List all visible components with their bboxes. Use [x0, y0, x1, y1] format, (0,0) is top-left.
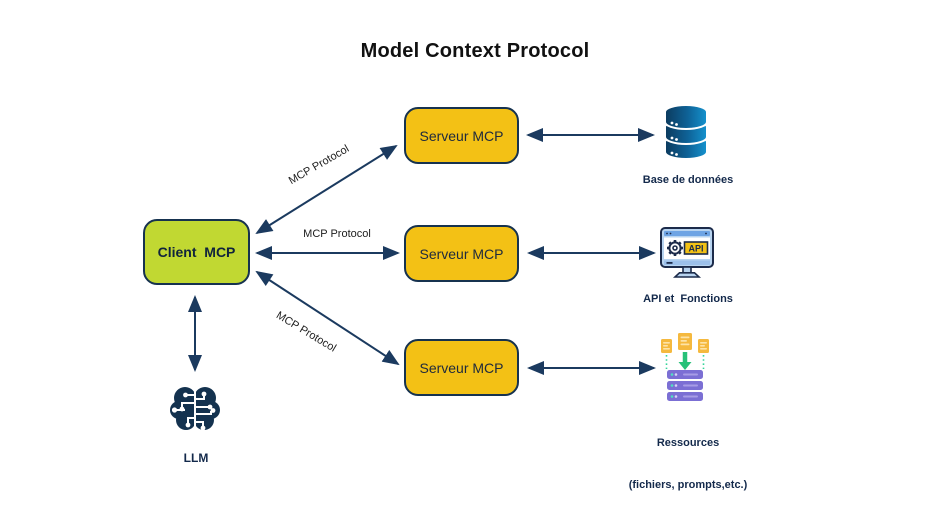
server-bars — [667, 370, 703, 401]
server-mcp-label-1: Serveur MCP — [419, 127, 504, 144]
download-arrow-icon — [665, 352, 705, 370]
server-mcp-label-2: Serveur MCP — [419, 245, 504, 262]
server-mcp-box-3: Serveur MCP — [404, 339, 519, 396]
brain-circuit-icon — [170, 387, 220, 431]
gear-icon — [667, 240, 683, 256]
mcp-protocol-label-middle: MCP Protocol — [303, 228, 371, 240]
resources-label: Ressources (fichiers, prompts,etc.) — [603, 407, 773, 518]
page-title: Model Context Protocol — [360, 40, 590, 62]
server-stack-icon — [661, 333, 709, 401]
server-mcp-box-1: Serveur MCP — [404, 107, 519, 164]
api-label: API et Fonctions — [643, 293, 733, 305]
files-icons — [661, 333, 709, 353]
server-mcp-label-3: Serveur MCP — [419, 359, 504, 376]
resources-label-line1: Ressources — [656, 436, 720, 449]
database-label: Base de données — [642, 174, 734, 186]
api-monitor-icon: API — [660, 227, 714, 278]
arrow-client-server3 — [255, 270, 400, 366]
llm-label: LLM — [183, 451, 209, 465]
arrow-client-server1 — [255, 144, 398, 235]
resources-label-line2: (fichiers, prompts,etc.) — [628, 479, 748, 492]
database-icon — [664, 104, 708, 160]
server-mcp-box-2: Serveur MCP — [404, 225, 519, 282]
client-mcp-label: Client MCP — [157, 244, 236, 260]
api-badge-text: API — [688, 243, 703, 253]
client-mcp-box: Client MCP — [143, 219, 250, 285]
